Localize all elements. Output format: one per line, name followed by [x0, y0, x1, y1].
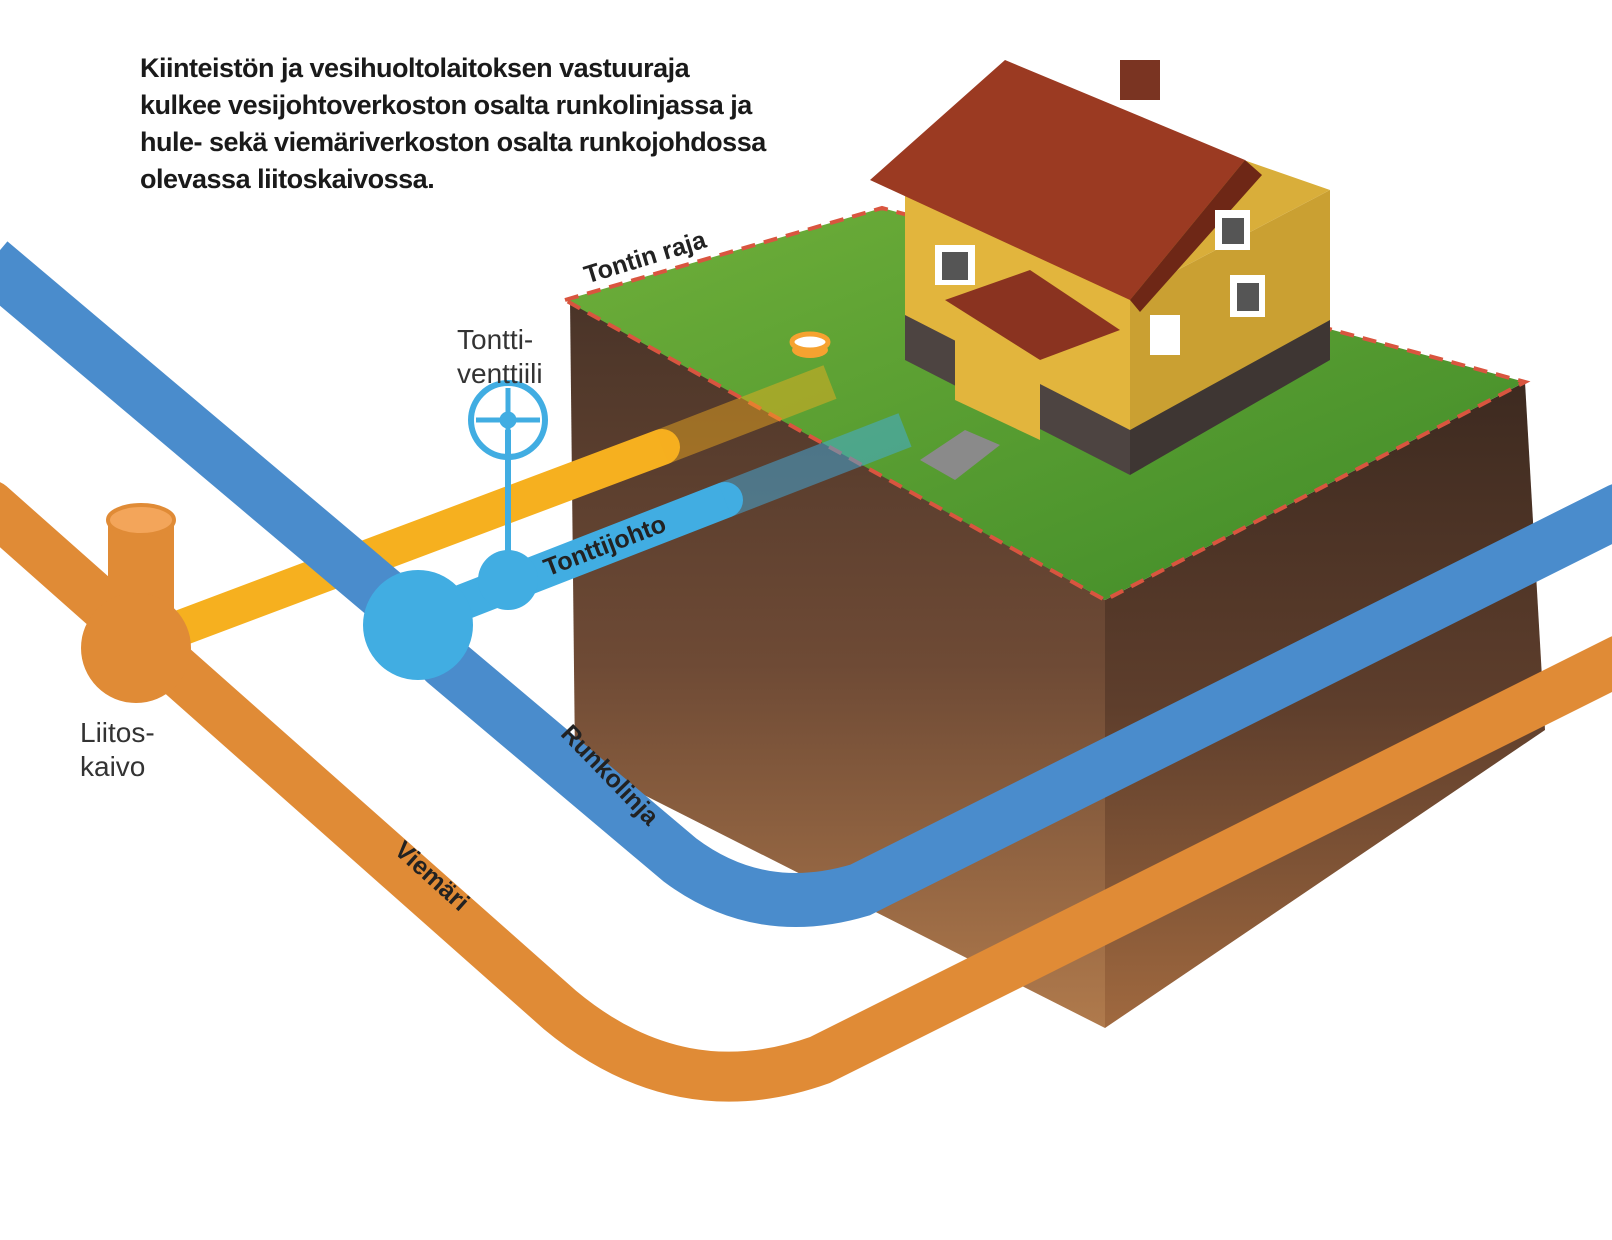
water-junction: [363, 570, 473, 680]
manhole-icon: [81, 503, 191, 703]
service-pipe: [412, 482, 743, 633]
label-line: kaivo: [80, 751, 146, 782]
label-line: Tontti-: [457, 324, 534, 355]
water-main-pipe: [418, 484, 1612, 927]
label-line: Liitos-: [80, 717, 155, 748]
label-line: venttiili: [457, 358, 543, 389]
plot-boundary-line: [564, 205, 1531, 603]
label-liitoskaivo: Liitos- kaivo: [80, 716, 155, 784]
property-valve-cap: [789, 331, 831, 358]
label-tonttiventtiili: Tontti- venttiili: [457, 323, 543, 391]
water-main-upper: [0, 241, 423, 633]
intro-line: kulkee vesijohtoverkoston osalta runkoli…: [140, 90, 752, 120]
house: [870, 60, 1330, 480]
sewer-pipe: [0, 482, 1612, 1102]
service-pipe-ghost: [718, 413, 912, 517]
storm-pipe: [152, 429, 680, 650]
valve-coupling: [478, 550, 538, 610]
storm-pipe-ghost: [655, 365, 837, 464]
valve-icon: [468, 380, 548, 560]
intro-line: Kiinteistön ja vesihuoltolaitoksen vastu…: [140, 53, 690, 83]
intro-line: olevassa liitoskaivossa.: [140, 164, 435, 194]
intro-line: hule- sekä viemäriverkoston osalta runko…: [140, 127, 766, 157]
intro-text: Kiinteistön ja vesihuoltolaitoksen vastu…: [140, 50, 820, 198]
